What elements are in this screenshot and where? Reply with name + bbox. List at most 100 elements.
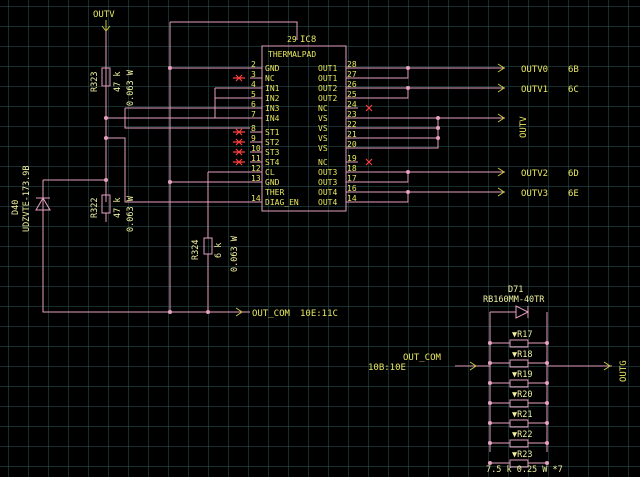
no-connect-marker <box>233 74 245 82</box>
net-outcom-in-ref: 10B:10E <box>368 363 406 373</box>
ic8-pin-9-num: 9 <box>251 134 256 143</box>
diode-d40 <box>35 197 51 211</box>
r324-ref: R324 <box>191 240 201 260</box>
junction-r322 <box>104 136 108 140</box>
junction <box>545 421 549 425</box>
ic8-pin-3-name: NC <box>265 74 275 83</box>
ic8-pin-28-name: OUT1 <box>318 64 337 73</box>
output-net-ref: 6D <box>568 169 579 179</box>
junction <box>488 401 492 405</box>
ic8-pin-22-num: 22 <box>347 120 357 129</box>
output-net-ref: 6E <box>568 189 579 199</box>
ic8-pin-4-num: 4 <box>251 80 256 89</box>
ic8-pin-21-name: VS <box>318 134 328 143</box>
resistor-r323 <box>101 67 111 87</box>
rbank-value: 7.5 k 0.25 W *7 <box>486 465 563 475</box>
ic8-pad-label: THERMALPAD <box>268 50 316 59</box>
ic8-pin-21-num: 21 <box>347 130 357 139</box>
wire-in3-left <box>124 108 250 129</box>
net-outg: OUTG <box>619 360 629 382</box>
ic8-ref: IC8 <box>300 35 316 45</box>
r323-ref: R323 <box>90 72 100 92</box>
r324-power: 0.063 W <box>230 235 240 272</box>
ic8-pin-12-name: CL <box>265 168 275 177</box>
ic8-right-pins: 28OUT127OUT126OUT225OUT224NC23VS22VS21VS… <box>265 60 373 207</box>
ic8-pin-3-num: 3 <box>251 70 256 79</box>
output-net-ref: 6C <box>568 85 579 95</box>
ic8-pin-9-name: ST2 <box>265 138 280 147</box>
net-outcom-in: OUT_COM <box>403 353 442 363</box>
junction-gnd-pin2 <box>168 66 172 70</box>
ic8-pin-24-name: NC <box>318 104 328 113</box>
resistor-ref: ▼R21 <box>512 410 532 420</box>
d40-ref: D40 <box>11 200 21 215</box>
ic8-pin-2-num: 2 <box>251 60 256 69</box>
r322-ref: R322 <box>90 198 100 218</box>
ic8-pin-11-name: ST4 <box>265 158 280 167</box>
r324-value: 6 k <box>214 243 224 258</box>
net-outcom: OUT_COM <box>252 309 291 319</box>
r322-value: 47 k <box>113 198 123 218</box>
ic8-pin-14-num: 14 <box>251 194 261 203</box>
ic8-pin-5-num: 5 <box>251 90 256 99</box>
net-outv-top: OUTV <box>93 10 115 20</box>
j4 <box>436 126 440 130</box>
ic8-pin-14-num: 14 <box>347 194 357 203</box>
ic8-pin-18-name: OUT3 <box>318 168 337 177</box>
ic8-pin-5-name: IN2 <box>265 94 280 103</box>
output-net-name: OUTV0 <box>521 65 548 75</box>
ic8-pin-11-num: 11 <box>251 154 261 163</box>
junction <box>488 381 492 385</box>
ic8-pin-15-name: THER <box>265 188 284 197</box>
junction-outcom-2 <box>206 310 210 314</box>
output-arrow <box>497 83 505 93</box>
ic8-pin-19-name: NC <box>318 158 328 167</box>
d71-ref: D71 <box>508 285 523 295</box>
ic8-pad-pin: 29 <box>287 35 297 44</box>
junction <box>488 441 492 445</box>
junction <box>488 421 492 425</box>
j5 <box>436 136 440 140</box>
ic8-pin-16-name: OUT4 <box>318 188 337 197</box>
output-net-name: OUTV3 <box>521 189 548 199</box>
ic8-pin-2-name: GND <box>265 64 280 73</box>
ic8-pin-20-num: 20 <box>347 140 357 149</box>
no-connect-marker <box>365 104 373 112</box>
junction <box>488 461 492 465</box>
d40-value: UDZVTE-173.9B <box>22 165 32 232</box>
ic8-pin-12-num: 12 <box>251 164 261 173</box>
junction <box>545 341 549 345</box>
resistor-bank: ▼R17▼R18▼R19▼R20▼R21▼R22▼R23 <box>488 330 549 468</box>
ic8-pin-8-name: ST1 <box>265 128 280 137</box>
ic8-pin-4-name: IN1 <box>265 84 280 93</box>
ic8-pin-27-name: OUT1 <box>318 74 337 83</box>
ic8-pin-13-name: GND <box>265 178 280 187</box>
ic8-pin-10-num: 10 <box>251 144 261 153</box>
resistor-ref: ▼R18 <box>512 350 532 360</box>
ic8-pin-17-name: OUT3 <box>318 178 337 187</box>
wire-gnd-top <box>170 21 298 40</box>
ic8-pin-23-name: VS <box>318 114 328 123</box>
no-connect-marker <box>233 128 245 136</box>
wire-outv0-tie <box>358 68 409 79</box>
ic8-pin-7-name: IN4 <box>265 114 280 123</box>
junction <box>545 441 549 445</box>
output-arrow <box>497 187 505 197</box>
ic8-pin-6-name: IN3 <box>265 104 280 113</box>
ic8-pin-17-num: 17 <box>347 174 357 183</box>
ic8-pin-10-name: ST3 <box>265 148 280 157</box>
ic8-pin-22-name: VS <box>318 124 328 133</box>
junction <box>488 341 492 345</box>
j6 <box>406 170 410 174</box>
ic8-pin-14-name: DIAG_EN <box>265 198 299 207</box>
output-net-ref: 6B <box>568 65 579 75</box>
no-connect-marker <box>365 158 373 166</box>
r323-value: 47 k <box>113 72 123 92</box>
r323-power: 0.063 W <box>126 69 136 106</box>
no-connect-marker <box>233 148 245 156</box>
resistor-ref: ▼R19 <box>512 370 532 380</box>
j7 <box>406 190 410 194</box>
ic8-pin-27-num: 27 <box>347 70 357 79</box>
